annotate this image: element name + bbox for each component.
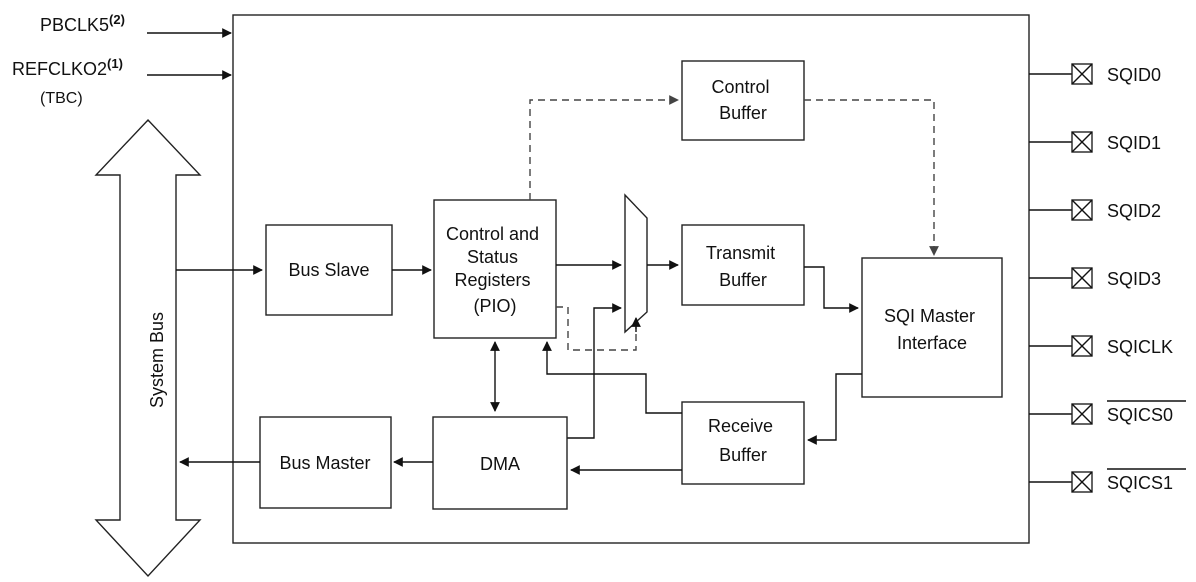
bus-master-block bbox=[259, 416, 392, 509]
bus-master-label: Bus Master bbox=[279, 453, 370, 473]
dma-label: DMA bbox=[480, 454, 520, 474]
receive-buffer-label: Receive Buffer bbox=[708, 416, 778, 465]
pin-label: SQID0 bbox=[1107, 65, 1161, 85]
refclko2-label: REFCLKO2(1) bbox=[12, 56, 123, 79]
sqi-to-receive-arrow bbox=[807, 373, 862, 445]
pin-sqid0: SQID0 bbox=[1029, 63, 1161, 85]
dma-block bbox=[432, 416, 568, 510]
system-bus-arrow bbox=[94, 118, 202, 578]
control-buffer-to-sqi-dashed bbox=[804, 99, 939, 256]
transmit-buffer-block bbox=[681, 224, 805, 306]
control-buffer-label: Control Buffer bbox=[711, 77, 774, 123]
pin-sqid2: SQID2 bbox=[1029, 199, 1161, 221]
csr-block bbox=[433, 199, 557, 339]
pin-label: SQICLK bbox=[1107, 337, 1173, 357]
pin-sqid3: SQID3 bbox=[1029, 267, 1161, 289]
pin-label: SQID2 bbox=[1107, 201, 1161, 221]
pin-sqiclk: SQICLK bbox=[1029, 335, 1173, 357]
pin-label: SQICS0 bbox=[1107, 405, 1173, 425]
receive-buffer-block bbox=[681, 401, 805, 485]
system-bus-label: System Bus bbox=[147, 312, 167, 408]
pin-label: SQID1 bbox=[1107, 133, 1161, 153]
control-buffer-block bbox=[681, 60, 805, 141]
receive-to-csr-arrow bbox=[542, 341, 682, 414]
pin-sqics0: SQICS0 bbox=[1029, 400, 1186, 425]
mux bbox=[624, 193, 648, 334]
csr-to-control-buffer-dashed bbox=[529, 95, 679, 200]
tbc-label: (TBC) bbox=[40, 90, 83, 107]
csr-to-mux-select-dashed bbox=[556, 306, 637, 351]
pin-sqid1: SQID1 bbox=[1029, 131, 1161, 153]
csr-label: Control and Status Registers (PIO) bbox=[446, 224, 544, 316]
transmit-buffer-label: Transmit Buffer bbox=[706, 243, 780, 290]
pin-sqics1: SQICS1 bbox=[1029, 468, 1186, 493]
sqi-master-interface-block bbox=[861, 257, 1003, 398]
bus-slave-label: Bus Slave bbox=[288, 260, 369, 280]
dma-to-mux-arrow bbox=[567, 303, 622, 439]
transmit-to-sqi-arrow bbox=[804, 266, 859, 313]
pin-label: SQICS1 bbox=[1107, 473, 1173, 493]
pin-label: SQID3 bbox=[1107, 269, 1161, 289]
pbclk5-label: PBCLK5(2) bbox=[40, 12, 125, 35]
sqi-master-interface-label: SQI Master Interface bbox=[884, 306, 980, 353]
